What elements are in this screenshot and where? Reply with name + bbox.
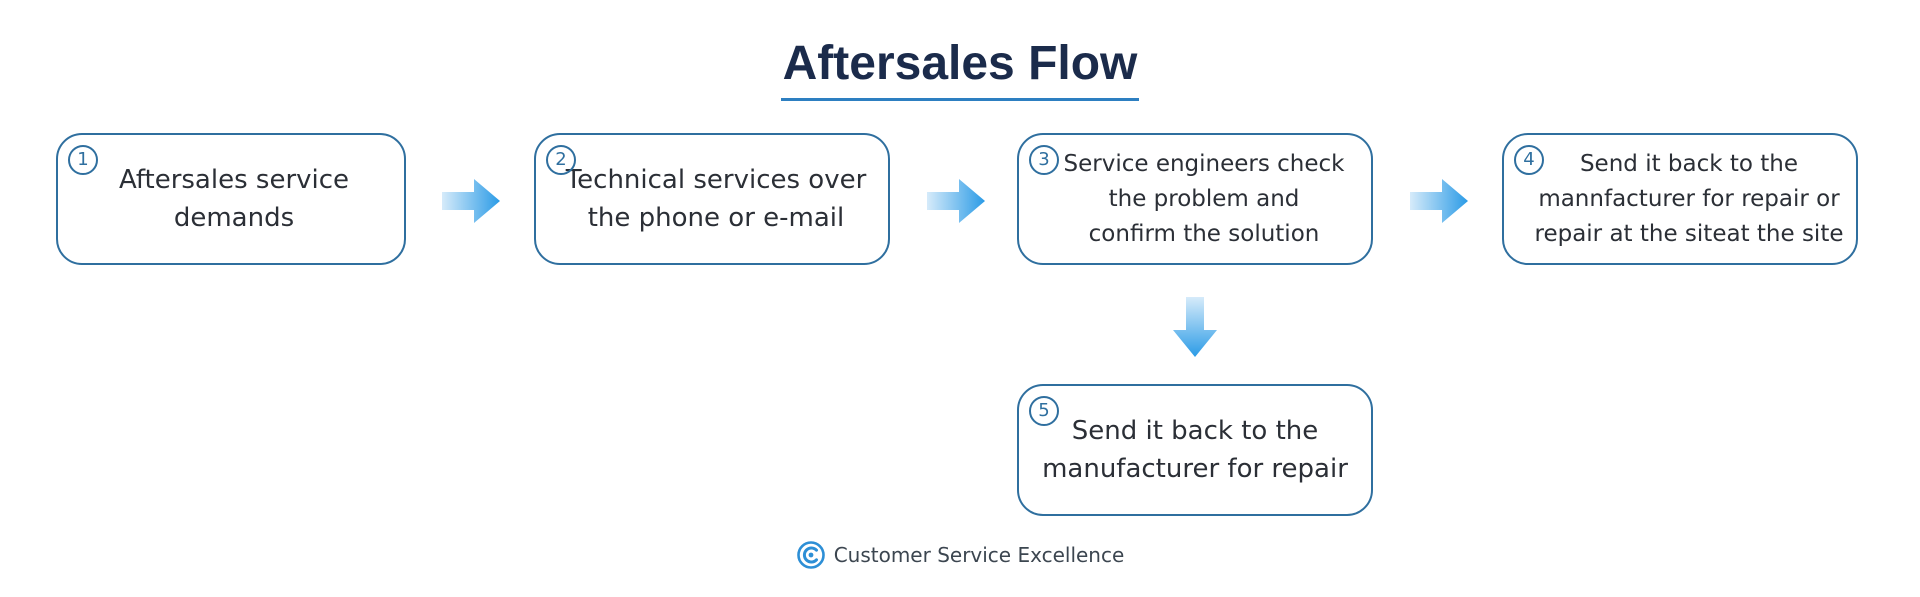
footer-branding: Customer Service Excellence <box>0 540 1920 570</box>
arrow-right-icon <box>442 179 500 223</box>
step-number-badge: 2 <box>546 145 576 175</box>
arrow-down-icon <box>1173 297 1217 357</box>
arrow-right-icon <box>927 179 985 223</box>
step-number-badge: 3 <box>1029 145 1059 175</box>
footer-label: Customer Service Excellence <box>833 543 1125 567</box>
diagram-title-text: Aftersales Flow <box>780 36 1140 101</box>
step-number-badge: 4 <box>1514 145 1544 175</box>
step-text: Aftersales service demands <box>118 165 350 233</box>
step-number-badge: 1 <box>68 145 98 175</box>
step-box-2: 2 Technical services over the phone or e… <box>534 133 890 265</box>
step-text: Service engineers check the problem and … <box>1063 150 1345 247</box>
step-number-badge: 5 <box>1029 396 1059 426</box>
step-box-4: 4 Send it back to the mannfacturer for r… <box>1502 133 1858 265</box>
step-box-1: 1 Aftersales service demands <box>56 133 406 265</box>
customer-service-logo-icon <box>796 541 825 569</box>
step-text: Send it back to the mannfacturer for rep… <box>1534 150 1844 247</box>
arrow-right-icon <box>1410 179 1468 223</box>
step-box-5: 5 Send it back to the manufacturer for r… <box>1017 384 1373 516</box>
step-text: Send it back to the manufacturer for rep… <box>1042 416 1348 484</box>
diagram-title: Aftersales Flow <box>0 36 1920 101</box>
step-box-3: 3 Service engineers check the problem an… <box>1017 133 1373 265</box>
step-text: Technical services over the phone or e-m… <box>565 165 867 233</box>
